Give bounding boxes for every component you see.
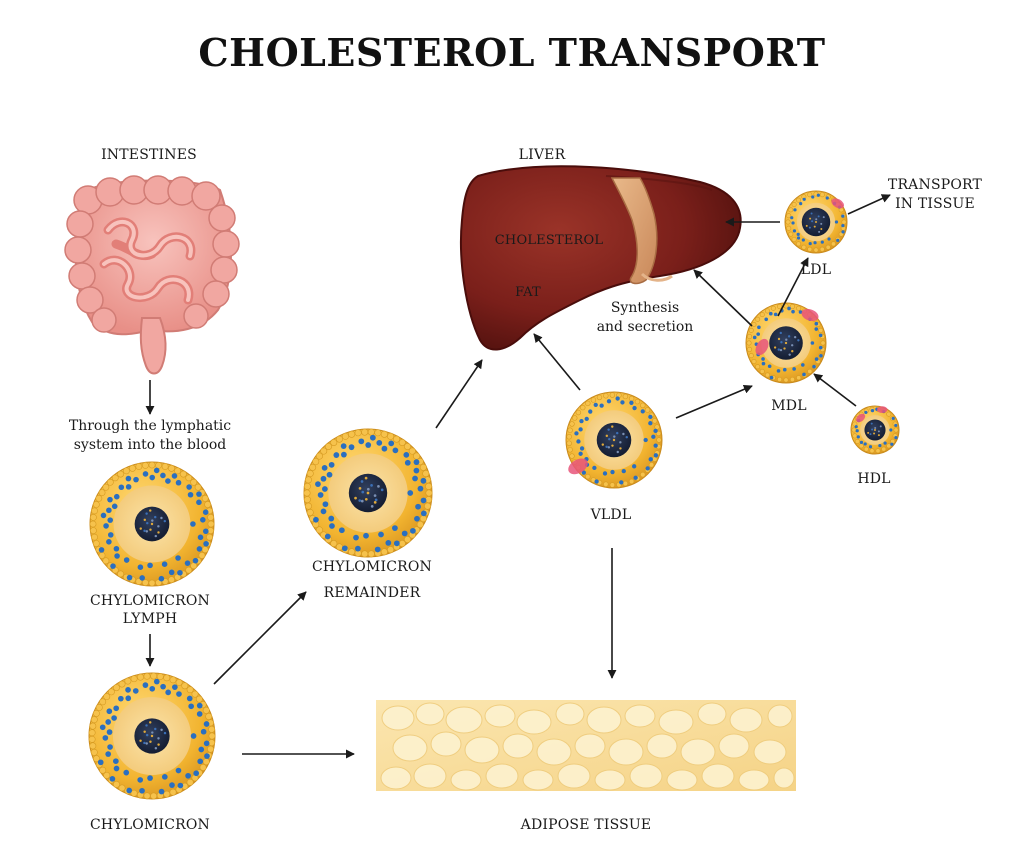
label-transport-line1: TRANSPORT (887, 177, 983, 193)
ldl-particle (784, 190, 848, 254)
label-vldl: VLDL (590, 507, 632, 523)
hdl-particle (850, 405, 900, 455)
arrow-mdl-to-ldl (777, 257, 809, 317)
label-transport-line2: IN TISSUE (895, 196, 975, 212)
label-intestines: INTESTINES (101, 147, 197, 163)
label-chylomicron-lymph-line1: CHYLOMICRON (90, 593, 210, 609)
arrow-chylomicron-to-remainder (213, 591, 307, 685)
arrow-ldl-to-transport (847, 194, 891, 215)
chylomicron-particle (88, 672, 216, 800)
label-cholesterol: CHOLESTEROL (494, 233, 604, 248)
liver-illustration (459, 165, 742, 351)
label-adipose-tissue: ADIPOSE TISSUE (520, 817, 652, 833)
arrow-vldl-to-liver (533, 333, 581, 391)
label-synthesis-line1: Synthesis (610, 300, 680, 316)
vldl-particle (565, 391, 663, 489)
label-remainder-line2: REMAINDER (323, 585, 421, 601)
label-lymphatic-line2: system into the blood (73, 437, 227, 453)
arrow-vldl-to-mdl (675, 384, 753, 419)
lipoprotein-particles (88, 190, 900, 800)
page-title: CHOLESTEROL TRANSPORT (198, 30, 826, 75)
chylomicron-lymph-particle (89, 461, 215, 587)
arrow-mdl-to-liver (693, 269, 753, 327)
adipose-tissue-illustration (376, 700, 796, 791)
intestines-illustration (64, 175, 240, 375)
flow-arrows (145, 194, 891, 759)
label-fat: FAT (515, 285, 541, 300)
label-chylomicron-lymph-line2: LYMPH (122, 611, 178, 627)
label-remainder-line1: CHYLOMICRON (312, 559, 432, 575)
arrow-hdl-to-mdl (813, 373, 857, 407)
label-hdl: HDL (857, 471, 891, 487)
label-ldl: LDL (800, 262, 832, 278)
label-lymphatic-line1: Through the lymphatic (68, 418, 232, 434)
label-synthesis-line2: and secretion (596, 319, 694, 335)
label-mdl: MDL (771, 398, 807, 414)
mdl-particle (745, 302, 827, 384)
label-chylomicron: CHYLOMICRON (90, 817, 210, 833)
arrow-remainder-to-liver (435, 359, 483, 429)
chylomicron-remainder-particle (303, 428, 433, 558)
label-liver: LIVER (518, 147, 566, 163)
